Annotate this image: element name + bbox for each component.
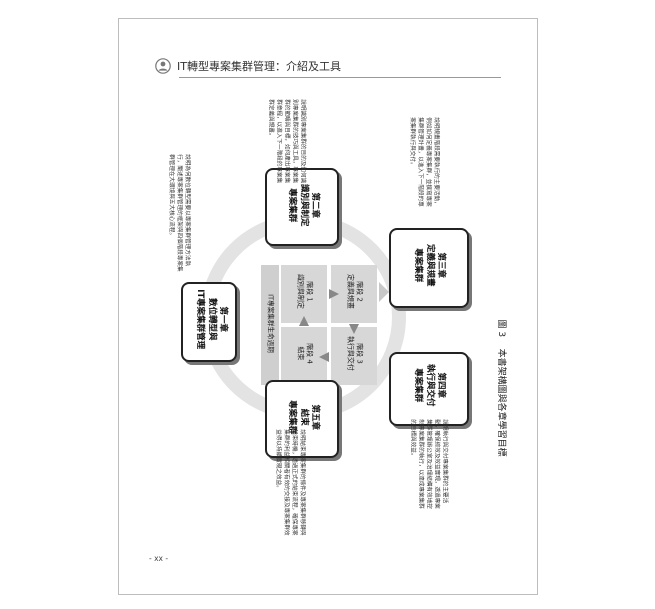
chapter-2-description: 說明識別專案集群的目的及如何識別專案集群的技巧與工具，專案集群的範疇與目標，如何…	[266, 99, 306, 184]
header-title: IT轉型專案集群管理：介紹及工具	[177, 60, 341, 73]
arrow-down-icon	[349, 324, 359, 334]
stage-1-label: 階段 1 識別與制定	[296, 273, 314, 309]
chapter-5-description: 說明結束專案集群的條件及專案集群移轉與結束時機，透過正式的結束流程，確保專案集群…	[274, 429, 306, 536]
chapter-3-number: 第三章	[436, 252, 447, 278]
chapter-3-box: 第三章 定義與規畫 專案集群	[389, 228, 469, 308]
wedge-arrow-right-icon	[379, 282, 389, 302]
chapter-1-number: 第一章	[218, 306, 229, 332]
chapter-2-box: 第二章 識別與制定 專案集群	[265, 168, 339, 246]
chapter-2-number: 第二章	[310, 192, 321, 218]
stage-2-label: 階段 2 定義與規畫	[346, 273, 364, 309]
page-number: - xx -	[149, 554, 169, 563]
chapter-1-description: 說明為何數位轉型需要以專案集群管理方法執行，闡述專案集群管理的框架與四個階段專案…	[167, 154, 191, 272]
center-title-bar	[261, 265, 279, 385]
user-icon	[155, 58, 171, 74]
arrow-left-icon	[319, 352, 329, 362]
figure-caption: 圖 3 本書架構圖與各章學習目標	[495, 308, 507, 468]
chapter-5-box: 第五章 結束 專案集群	[265, 380, 339, 458]
chapter-3-description: 說明規畫階段需要執行的主要活動，例如如何定義專案集群，並撰寫專案集群管理計畫，以…	[408, 117, 440, 207]
chapter-5-number: 第五章	[310, 404, 321, 430]
chapter-4-box: 第四章 執行與交付 專案集群	[389, 352, 469, 426]
stage-1-block	[281, 265, 327, 323]
arrow-right-icon	[329, 289, 339, 299]
stage-3-label: 階段 3 執行與交付	[346, 335, 364, 371]
stage-4-block	[281, 327, 327, 385]
lifecycle-center-title: IT專案集群生命週期	[266, 294, 275, 353]
header-divider	[179, 77, 501, 78]
chapter-1-box: 第一章 數位轉型與 IT專案集群管理	[181, 282, 237, 362]
figure-title: 本書架構圖與各章學習目標	[496, 348, 507, 457]
page-header: IT轉型專案集群管理：介紹及工具	[155, 55, 501, 77]
book-structure-diagram: IT專案集群生命週期 階段 1 識別與制定 階段 2 定義與規畫 階段 3 執行…	[153, 82, 513, 535]
chapter-4-description: 說明執行與交付專案集群的主要活動，確保綜效及效益實現，透過專案集群管理辦公室及治…	[408, 419, 448, 509]
figure-number: 圖 3	[496, 319, 507, 338]
arrow-up-icon	[299, 316, 309, 326]
stage-3-block	[331, 327, 377, 385]
